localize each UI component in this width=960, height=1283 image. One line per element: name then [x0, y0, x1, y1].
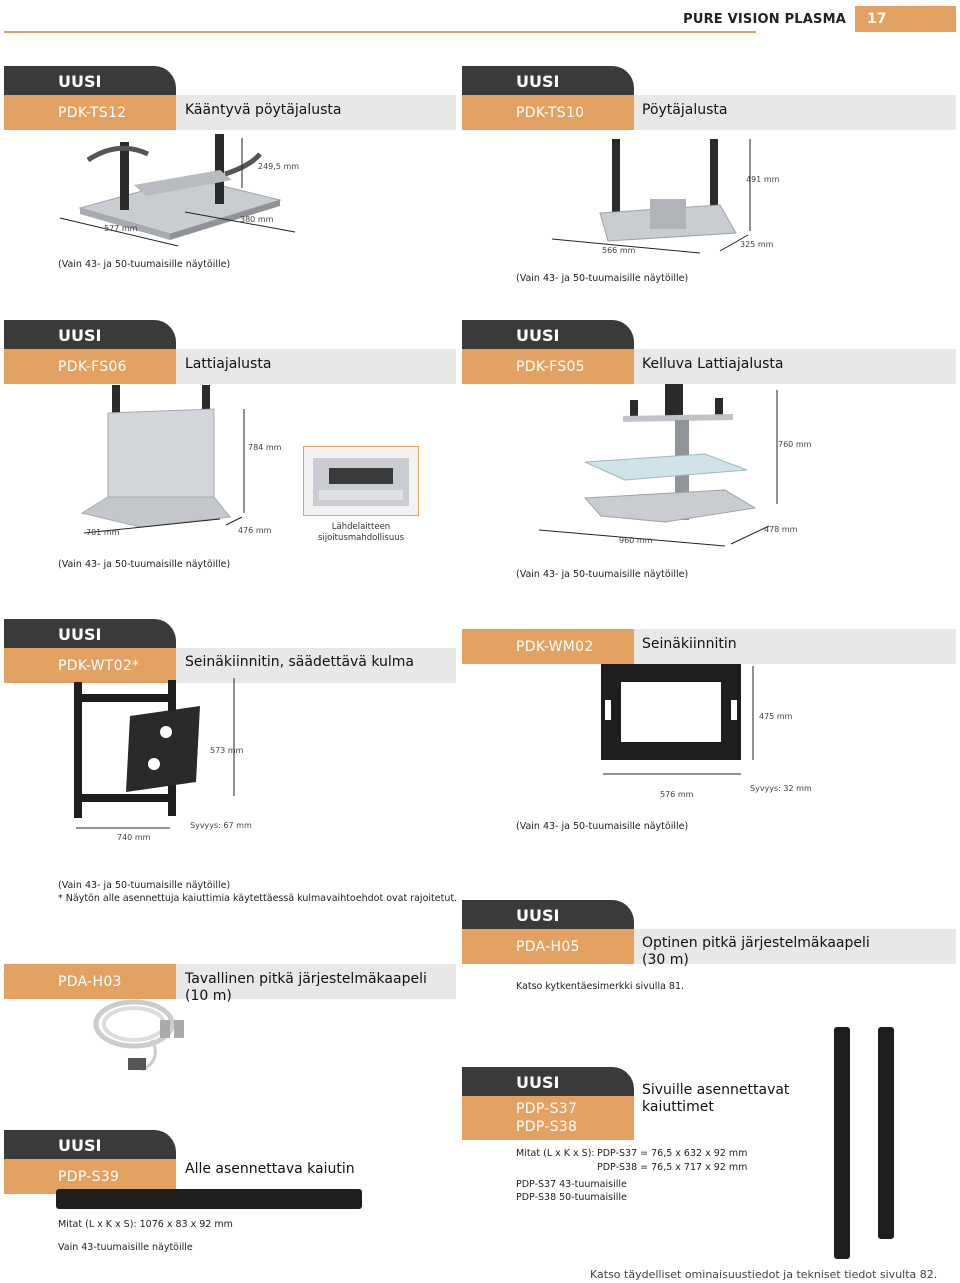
- product-name-h05: Optinen pitkä järjestelmäkaapeli (30 m): [642, 935, 870, 968]
- product-code-s37-s38: PDP-S37 PDP-S38: [462, 1096, 634, 1140]
- new-badge: UUSI: [462, 900, 634, 929]
- dim-ts10-width: 566 mm: [602, 246, 636, 255]
- product-image-bottom-speaker: [56, 1189, 362, 1209]
- footer-reference: Katso täydelliset ominaisuustiedot ja te…: [590, 1268, 938, 1281]
- title-band: [634, 629, 956, 664]
- product-code-ts10: PDK-TS10: [462, 95, 634, 130]
- dim-ts10-height: 491 mm: [746, 175, 780, 184]
- dim-ts12-height: 249,5 mm: [258, 162, 300, 171]
- note-wm02: (Vain 43- ja 50-tuumaisille näytöille): [516, 821, 689, 832]
- product-code-fs06: PDK-FS06: [4, 349, 176, 384]
- product-name-wt02: Seinäkiinnitin, säädettävä kulma: [185, 654, 414, 670]
- title-band: [176, 648, 456, 683]
- dim-wt02-height: 573 mm: [210, 746, 244, 755]
- dim-wm02-depth: Syvyys: 32 mm: [750, 784, 812, 793]
- product-name-h03: Tavallinen pitkä järjestelmäkaapeli (10 …: [185, 971, 427, 1004]
- dim-ts12-depth: 380 mm: [240, 215, 274, 224]
- dim-fs05-height: 760 mm: [778, 440, 812, 449]
- dim-fs06-height: 784 mm: [248, 443, 282, 452]
- product-image-fs05: [538, 384, 778, 547]
- dim-fs05-width: 960 mm: [619, 536, 653, 545]
- product-name-fs05: Kelluva Lattiajalusta: [642, 356, 784, 372]
- title-band: [176, 349, 456, 384]
- spec-s39: Mitat (L x K x S): 1076 x 83 x 92 mm: [58, 1219, 233, 1230]
- note-ts10: (Vain 43- ja 50-tuumaisille näytöille): [516, 273, 689, 284]
- note-wt02: (Vain 43- ja 50-tuumaisille näytöille) *…: [58, 880, 458, 904]
- product-image-ts10: [551, 139, 751, 254]
- new-badge: UUSI: [4, 619, 176, 648]
- dim-ts10-depth: 325 mm: [740, 240, 774, 249]
- product-image-wm02: [601, 664, 754, 775]
- dim-fs06-depth: 476 mm: [238, 526, 272, 535]
- product-code-h03: PDA-H03: [4, 964, 176, 999]
- product-name-ts12: Kääntyvä pöytäjalusta: [185, 102, 342, 118]
- dim-wm02-height: 475 mm: [759, 712, 793, 721]
- note-fs06: (Vain 43- ja 50-tuumaisille näytöille): [58, 559, 231, 570]
- title-band: [634, 929, 956, 964]
- page-number: 17: [855, 6, 956, 32]
- inset-source-shelf-image: [303, 446, 419, 516]
- product-image-ts12: [59, 134, 296, 247]
- new-badge: UUSI: [4, 1130, 176, 1159]
- product-image-wt02: [74, 678, 235, 829]
- product-image-fs06: [80, 385, 245, 534]
- header-rule: [4, 31, 756, 33]
- spec-s38: PDP-S38 = 76,5 x 717 x 92 mm: [597, 1162, 748, 1173]
- title-band: [176, 95, 456, 130]
- product-name-ts10: Pöytäjalusta: [642, 102, 728, 118]
- new-badge: UUSI: [462, 66, 634, 95]
- page-header-title: PURE VISION PLASMA: [683, 12, 846, 27]
- product-code-h05: PDA-H05: [462, 929, 634, 964]
- title-band: [634, 95, 956, 130]
- dim-wt02-width: 740 mm: [117, 833, 151, 842]
- new-badge: UUSI: [4, 320, 176, 349]
- dim-fs06-width: 701 mm: [86, 528, 120, 537]
- title-band: [176, 964, 456, 999]
- product-name-s37-s38: Sivuille asennettavat kaiuttimet: [642, 1082, 790, 1115]
- product-code-fs05: PDK-FS05: [462, 349, 634, 384]
- dim-wm02-width: 576 mm: [660, 790, 694, 799]
- product-name-wm02: Seinäkiinnitin: [642, 636, 737, 652]
- spec-s37: PDP-S37 = 76,5 x 632 x 92 mm: [597, 1148, 748, 1159]
- title-band: [634, 349, 956, 384]
- product-code-ts12: PDK-TS12: [4, 95, 176, 130]
- note-h05: Katso kytkentäesimerkki sivulla 81.: [516, 981, 685, 992]
- spec-label-s37-s38: Mitat (L x K x S):: [516, 1148, 595, 1159]
- product-code-wt02: PDK-WT02*: [4, 648, 176, 683]
- note-fs05: (Vain 43- ja 50-tuumaisille näytöille): [516, 569, 689, 580]
- inset-caption: Lähdelaitteen sijoitusmahdollisuus: [317, 522, 405, 543]
- dim-wt02-depth: Syvyys: 67 mm: [190, 821, 252, 830]
- note-s37-s38: PDP-S37 43-tuumaisille PDP-S38 50-tuumai…: [516, 1179, 627, 1203]
- new-badge: UUSI: [462, 320, 634, 349]
- note-s39: Vain 43-tuumaisille näytöille: [58, 1242, 193, 1253]
- product-image-side-speakers: [834, 1027, 894, 1259]
- new-badge: UUSI: [4, 66, 176, 95]
- product-code-wm02: PDK-WM02: [462, 629, 634, 664]
- product-name-s39: Alle asennettava kaiutin: [185, 1161, 355, 1177]
- dim-ts12-width: 577 mm: [104, 224, 138, 233]
- product-code-s39: PDP-S39: [4, 1159, 176, 1194]
- dim-fs05-depth: 478 mm: [764, 525, 798, 534]
- note-ts12: (Vain 43- ja 50-tuumaisille näytöille): [58, 259, 231, 270]
- new-badge: UUSI: [462, 1067, 634, 1096]
- product-name-fs06: Lattiajalusta: [185, 356, 272, 372]
- product-image-h03: [93, 999, 184, 1072]
